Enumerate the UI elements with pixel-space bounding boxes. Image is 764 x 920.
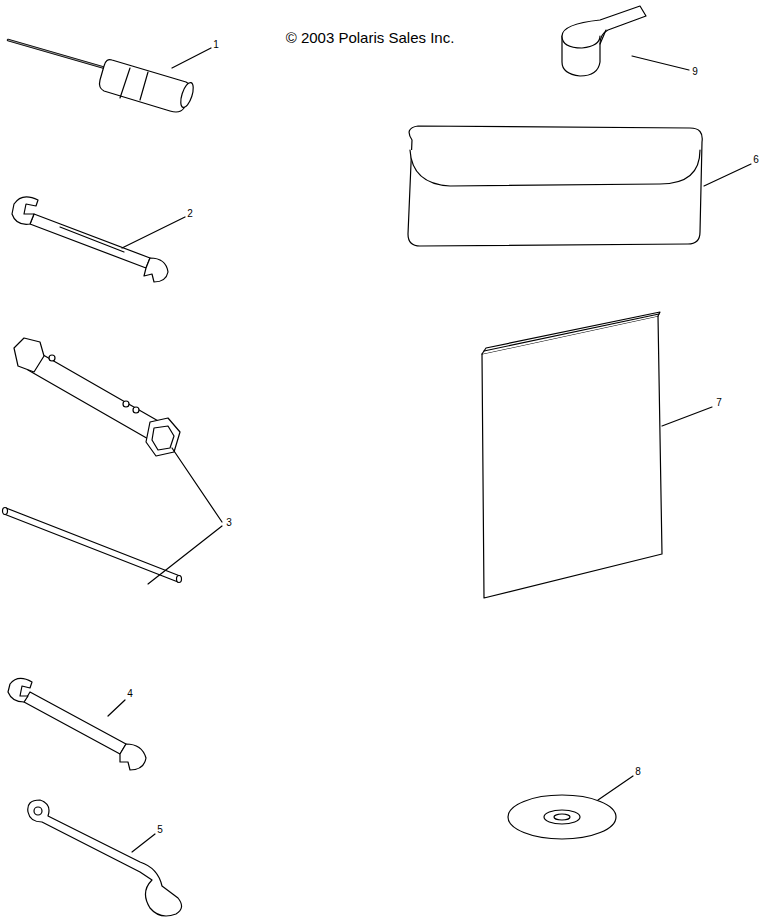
callout-number: 1 — [213, 40, 219, 50]
callout-number: 6 — [753, 155, 759, 165]
callout-number: 5 — [157, 825, 163, 835]
leader-lines — [108, 48, 751, 852]
copyright-notice: © 2003 Polaris Sales Inc. — [286, 30, 455, 45]
open-end-wrench — [12, 197, 168, 282]
callout-number: 8 — [635, 767, 641, 777]
callout-number: 9 — [692, 67, 698, 77]
screwdriver — [8, 40, 196, 112]
hook-spanner — [28, 800, 182, 916]
callout-number: 7 — [716, 398, 722, 408]
callout-number: 2 — [187, 209, 193, 219]
tube-wrench — [14, 338, 180, 456]
callout-number: 3 — [226, 518, 232, 528]
callout-number: 4 — [127, 689, 133, 699]
open-end-wrench — [8, 678, 146, 770]
strap-roll — [562, 6, 646, 76]
tool-pouch — [408, 126, 702, 246]
tommy-bar — [3, 508, 182, 583]
cd-disc — [508, 795, 616, 839]
owners-manual — [482, 312, 662, 598]
